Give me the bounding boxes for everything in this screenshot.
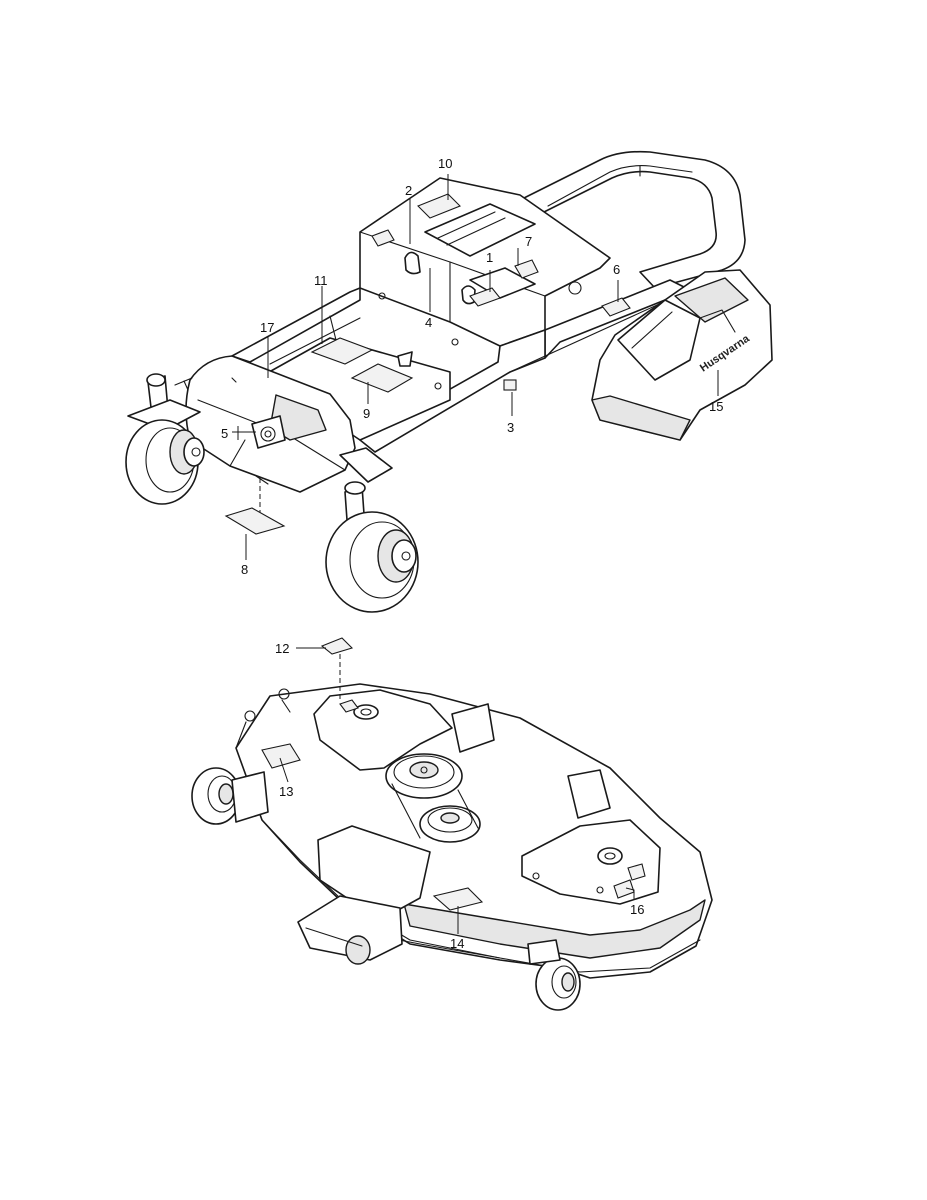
- callout-6: 6: [613, 262, 620, 277]
- callout-5: 5: [221, 426, 228, 441]
- leader-13: [279, 757, 289, 783]
- callout-7: 7: [525, 234, 532, 249]
- callout-1: 1: [486, 250, 493, 265]
- bumper-logo-plate: [251, 415, 286, 449]
- callout-10: 10: [438, 156, 452, 171]
- rear-fender: Husqvarna: [591, 269, 773, 441]
- callout-11: 11: [314, 273, 328, 288]
- decal-6: [601, 297, 631, 317]
- decal-10: [417, 193, 461, 219]
- decal-3: [503, 379, 517, 391]
- deck-pulleys: [385, 753, 481, 843]
- seat-platform: [359, 177, 611, 347]
- floor-pan: [261, 337, 451, 441]
- frame-rails: [231, 279, 691, 453]
- roll-bar: [519, 150, 746, 289]
- decal-12-assembly: [320, 637, 354, 700]
- decal-8-assembly: [224, 475, 286, 535]
- decal-1: [469, 287, 501, 307]
- decal-14: [432, 887, 484, 911]
- callout-2: 2: [405, 183, 412, 198]
- callout-leaders: [232, 174, 719, 934]
- decal-7: [514, 259, 539, 279]
- mower-frame-assembly: Husqvarna: [125, 150, 773, 613]
- right-spindle-cover: [521, 769, 661, 905]
- deck-belt-cover: [313, 689, 495, 771]
- deck-right-gauge-wheel: [527, 939, 581, 1011]
- deck-left-gauge-wheel: [191, 688, 301, 825]
- callout-14: 14: [450, 936, 464, 951]
- cutting-deck-assembly: [191, 637, 713, 1011]
- callout-4: 4: [425, 315, 432, 330]
- callout-9: 9: [363, 406, 370, 421]
- right-front-caster-wheel: [325, 447, 419, 613]
- leader-16: [625, 887, 635, 900]
- callout-16: 16: [630, 902, 644, 917]
- callout-17: 17: [260, 320, 274, 335]
- left-front-caster-wheel: [125, 373, 205, 505]
- decal-2: [371, 229, 395, 247]
- callout-12: 12: [275, 641, 289, 656]
- discharge-chute: [297, 825, 484, 965]
- leader-5: [232, 426, 256, 440]
- callout-labels: 1 2 3 4 5 6 7 8 9 10 11 12 13 14 15 16 1…: [221, 156, 723, 951]
- callout-15: 15: [709, 399, 723, 414]
- callout-8: 8: [241, 562, 248, 577]
- callout-3: 3: [507, 420, 514, 435]
- decal-13: [261, 743, 301, 769]
- callout-13: 13: [279, 784, 293, 799]
